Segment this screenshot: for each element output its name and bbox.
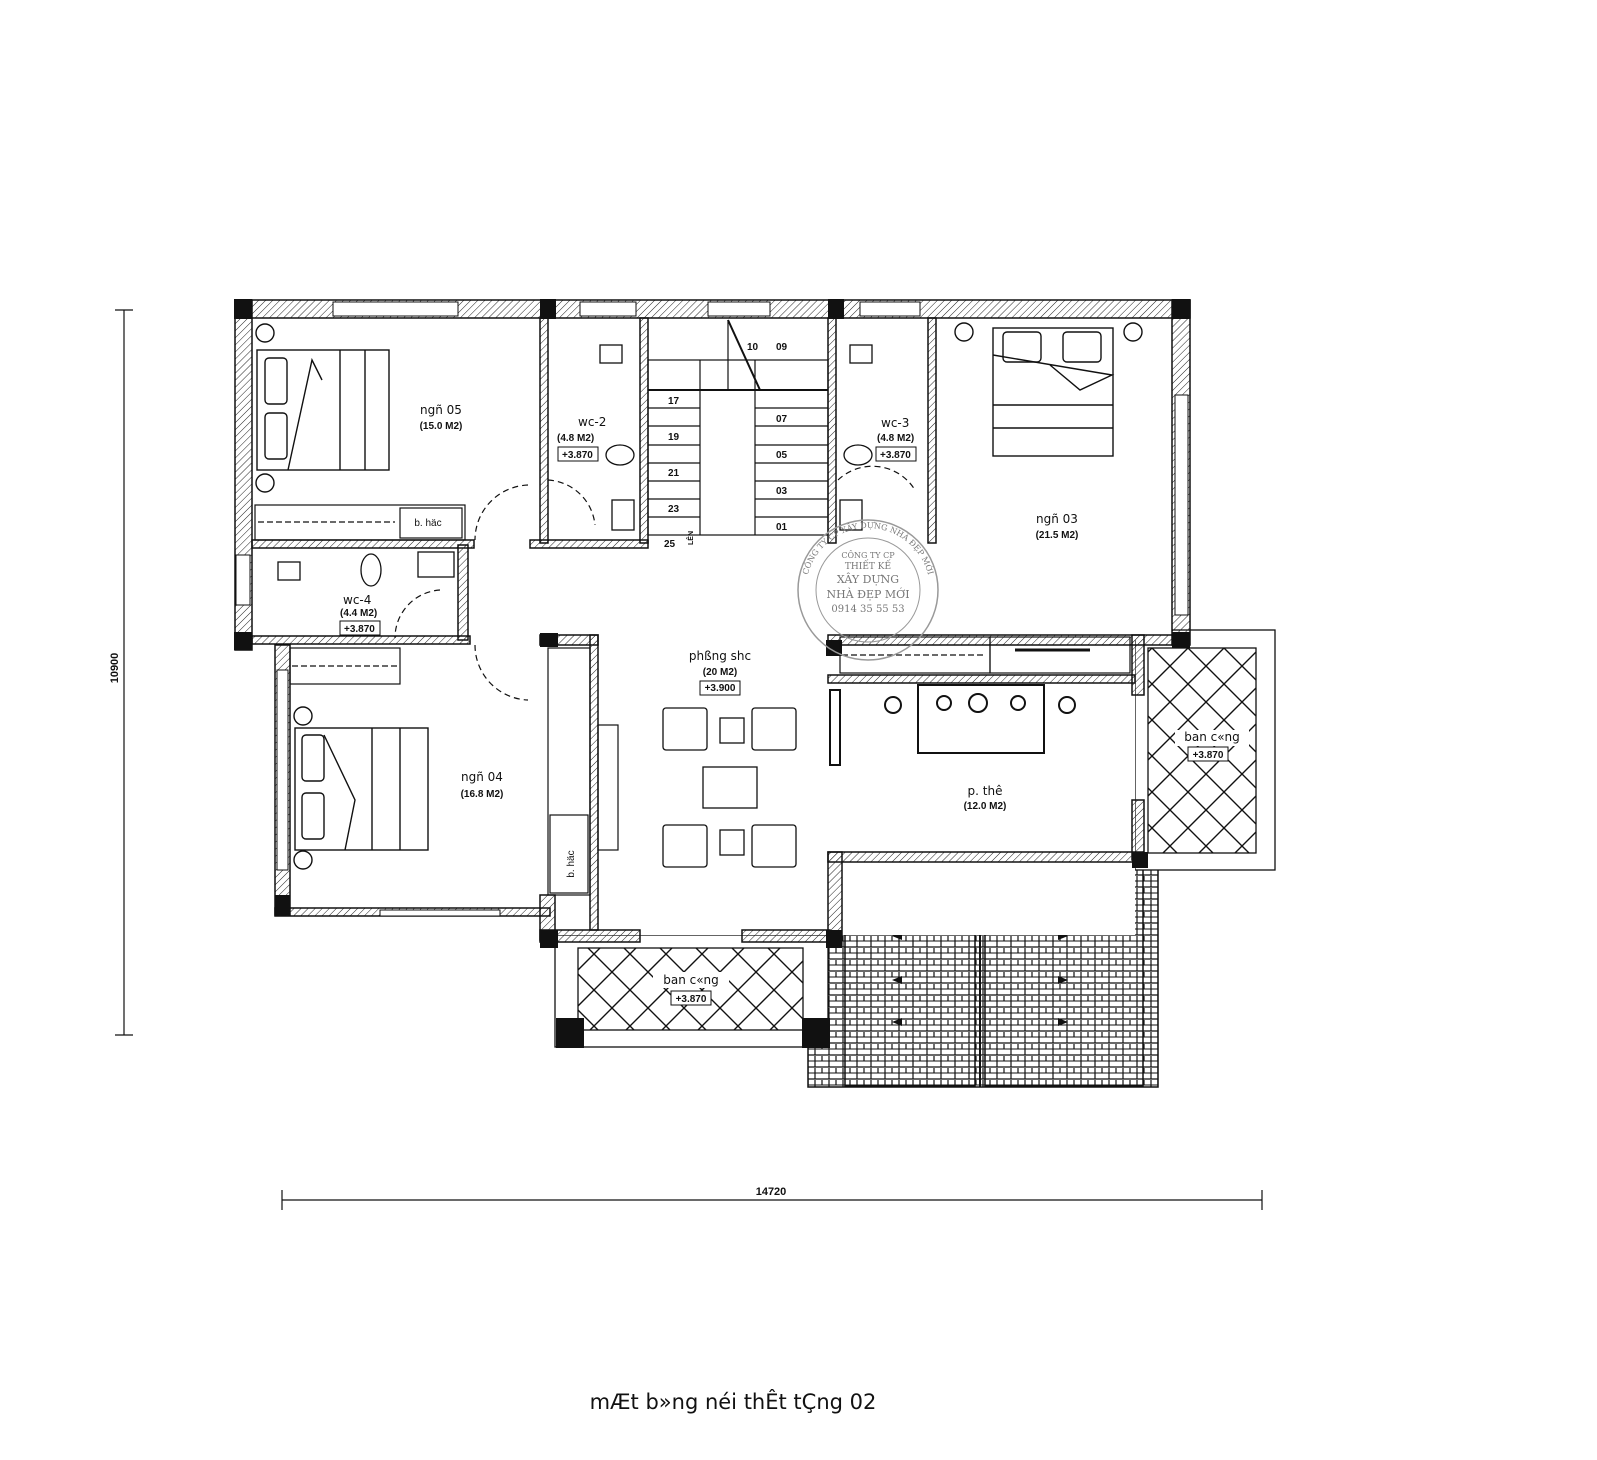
svg-text:23: 23 xyxy=(668,504,680,515)
room-name: ban c«ng xyxy=(663,973,719,987)
room-level: +3.870 xyxy=(880,450,911,461)
svg-text:19: 19 xyxy=(668,432,680,443)
drawing-title: mÆt b»ng néi thÊt tÇng 02 xyxy=(590,1389,877,1414)
svg-text:17: 17 xyxy=(668,396,680,407)
room-area: (4.8 M2) xyxy=(877,433,914,444)
room-area: (16.8 M2) xyxy=(461,789,504,800)
staircase xyxy=(647,319,829,536)
room-area: (21.5 M2) xyxy=(1036,530,1079,541)
vertical-dimension xyxy=(115,309,133,1036)
bed-room-04 xyxy=(293,706,429,870)
room-level: +3.870 xyxy=(344,624,375,635)
toilets xyxy=(277,344,873,587)
bed-room-03 xyxy=(954,322,1143,457)
stair-numbers: 10 09 17 07 19 05 21 03 23 01 25 xyxy=(664,342,788,550)
svg-text:09: 09 xyxy=(776,342,788,353)
room-name: wc-2 xyxy=(578,415,606,429)
svg-text:03: 03 xyxy=(776,486,788,497)
svg-text:10: 10 xyxy=(747,342,759,353)
room-name: ban c«ng xyxy=(1184,730,1240,744)
room-name: p. thê xyxy=(968,784,1003,798)
svg-text:01: 01 xyxy=(776,522,788,533)
room-level: +3.900 xyxy=(705,683,736,694)
bed-room-05 xyxy=(255,323,390,493)
stamp-line-1: CÔNG TY CP xyxy=(841,551,895,560)
room-area: (15.0 M2) xyxy=(420,421,463,432)
stamp-line-2: THIẾT KẾ xyxy=(845,559,892,572)
room-name: wc-3 xyxy=(881,416,909,430)
room-level: +3.870 xyxy=(676,994,707,1005)
horizontal-dimension-label: 14720 xyxy=(756,1186,787,1198)
wardrobe-room-05 xyxy=(254,504,466,541)
wardrobe-room-04 xyxy=(289,647,619,896)
svg-text:25: 25 xyxy=(664,539,676,550)
living-furniture xyxy=(662,707,797,868)
vertical-dimension-label: 10900 xyxy=(109,653,121,684)
svg-text:07: 07 xyxy=(776,414,788,425)
walls xyxy=(234,299,1191,943)
room-level: +3.870 xyxy=(562,450,593,461)
room-level: +3.870 xyxy=(1193,750,1224,761)
wardrobe-label-05: b. häc xyxy=(414,518,441,529)
windows xyxy=(235,301,1189,917)
room-labels: ngñ 05 (15.0 M2) wc-2 (4.8 M2) +3.870 wc… xyxy=(339,403,1249,1006)
altar xyxy=(829,684,1076,766)
room-name: phßng shc xyxy=(689,649,751,663)
room-name: ngñ 05 xyxy=(420,403,462,417)
stamp-line-4: NHÀ ĐẸP MỚI xyxy=(826,587,909,601)
wardrobe-room-03 xyxy=(839,636,1131,674)
stamp-phone: 0914 35 55 53 xyxy=(831,604,904,615)
horizontal-dimension xyxy=(281,1190,1263,1210)
room-area: (20 M2) xyxy=(703,667,737,678)
doors xyxy=(394,465,916,701)
room-area: (4.4 M2) xyxy=(340,608,377,619)
room-name: ngñ 03 xyxy=(1036,512,1078,526)
room-area: (12.0 M2) xyxy=(964,801,1007,812)
columns xyxy=(234,299,1190,948)
stair-arrow-label: LÊN xyxy=(686,531,695,545)
room-area: (4.8 M2) xyxy=(557,433,594,444)
svg-text:21: 21 xyxy=(668,468,680,479)
svg-text:05: 05 xyxy=(776,450,788,461)
stamp-line-3: XÂY DỰNG xyxy=(837,572,899,586)
wardrobe-label-04: b. häc xyxy=(566,850,577,877)
room-name: ngñ 04 xyxy=(461,770,503,784)
room-name: wc-4 xyxy=(343,593,371,607)
